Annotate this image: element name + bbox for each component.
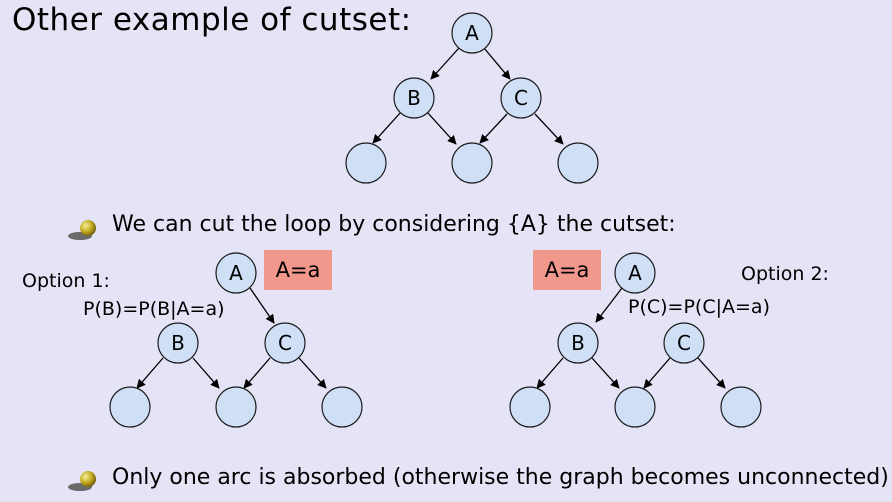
edge-a-c bbox=[483, 47, 511, 80]
node-b bbox=[157, 322, 199, 364]
edge-a-b bbox=[595, 287, 623, 323]
node-c bbox=[264, 322, 306, 364]
option1-evidence-tag: A=a bbox=[264, 250, 332, 290]
node-b-label: B bbox=[571, 331, 585, 355]
top-graph: A B C bbox=[345, 12, 599, 184]
leaf-node bbox=[451, 142, 493, 184]
node-a-label: A bbox=[229, 261, 243, 285]
edge-b-leaf1 bbox=[536, 357, 564, 389]
bullet-1-icon bbox=[68, 220, 96, 240]
edge-b-leaf2 bbox=[426, 111, 457, 145]
leaf-node bbox=[614, 386, 656, 428]
node-c bbox=[500, 77, 542, 119]
slide-title: Other example of cutset: bbox=[12, 2, 412, 38]
node-b bbox=[393, 77, 435, 119]
leaf-node bbox=[557, 142, 599, 184]
node-a bbox=[215, 252, 257, 294]
leaf-node bbox=[720, 386, 762, 428]
leaf-node bbox=[321, 386, 363, 428]
node-a bbox=[614, 252, 656, 294]
leaf-node bbox=[215, 386, 257, 428]
node-a bbox=[451, 12, 493, 54]
node-c-label: C bbox=[278, 331, 292, 355]
node-b-label: B bbox=[171, 331, 185, 355]
node-a-label: A bbox=[628, 261, 642, 285]
edge-b-leaf1 bbox=[136, 357, 164, 389]
node-a-label: A bbox=[465, 21, 479, 45]
edge-c-leaf3 bbox=[298, 357, 327, 389]
bullet-text-absorbed: Only one arc is absorbed (otherwise the … bbox=[112, 465, 889, 490]
option2-evidence-tag: A=a bbox=[533, 250, 601, 290]
bullet-2-icon bbox=[68, 471, 96, 491]
node-c-label: C bbox=[677, 331, 691, 355]
bullet-text-cutset: We can cut the loop by considering {A} t… bbox=[112, 212, 676, 237]
edge-c-leaf2 bbox=[243, 357, 271, 389]
option2-graph: A B C bbox=[509, 252, 762, 428]
edge-c-leaf3 bbox=[534, 113, 564, 145]
node-b bbox=[557, 322, 599, 364]
node-c-label: C bbox=[514, 86, 528, 110]
option1-condition: P(B)=P(B|A=a) bbox=[83, 298, 225, 320]
edge-a-b bbox=[430, 47, 460, 80]
edge-c-leaf2 bbox=[479, 113, 508, 144]
option1-label: Option 1: bbox=[22, 270, 110, 292]
leaf-node bbox=[509, 386, 551, 428]
option2-condition: P(C)=P(C|A=a) bbox=[628, 296, 770, 318]
edge-b-leaf1 bbox=[372, 111, 402, 144]
node-b-label: B bbox=[407, 86, 421, 110]
edge-a-c bbox=[249, 287, 275, 324]
leaf-node bbox=[345, 142, 387, 184]
option2-label: Option 2: bbox=[741, 263, 829, 285]
leaf-node bbox=[109, 386, 151, 428]
edge-b-leaf2 bbox=[192, 357, 220, 389]
edge-b-leaf2 bbox=[591, 357, 620, 389]
edge-c-leaf3 bbox=[697, 357, 726, 389]
node-c bbox=[663, 322, 705, 364]
edge-c-leaf2 bbox=[643, 357, 671, 389]
option1-graph: A B C bbox=[109, 252, 363, 428]
